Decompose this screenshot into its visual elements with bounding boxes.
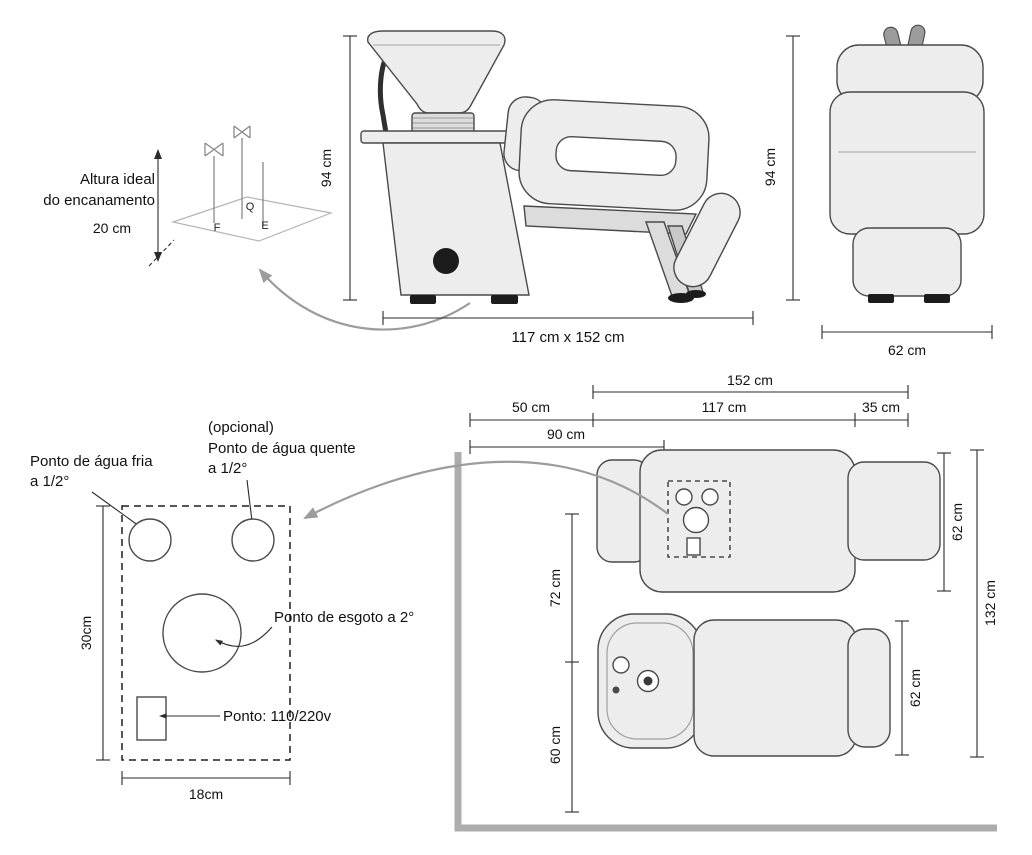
plumbing-height-label: 20 cm (93, 220, 131, 236)
dim-total-depth-label: 132 cm (982, 580, 998, 626)
dim-segments: 50 cm 117 cm 35 cm (469, 399, 909, 427)
valve-icon-left (204, 142, 224, 223)
chair1-body (639, 449, 856, 593)
cold-water-label-line1: Ponto de água fria (30, 453, 153, 470)
floor-reference-dashed-line (148, 239, 175, 267)
chair1-cold-water-point (675, 488, 693, 506)
power-outlet (136, 696, 167, 741)
dim-footprint-label: 117 cm x 152 cm (511, 329, 624, 346)
side-view: 94 cm (318, 30, 754, 346)
cold-water-point (128, 518, 172, 562)
hot-water-point (231, 518, 275, 562)
foot-left (868, 294, 894, 303)
dim-chair-to-wall: 60 cm (547, 662, 579, 813)
height-arrow (154, 149, 162, 262)
point-letter-f: F (214, 222, 221, 234)
optional-note: (opcional) (208, 419, 274, 436)
dim-chair-length-label: 152 cm (727, 372, 773, 388)
basin-neck (411, 112, 475, 134)
dim-area-depth-label: 30cm (78, 616, 94, 650)
cabinet-body (382, 142, 530, 296)
dim-top-width-label: 62 cm (888, 342, 926, 358)
chair2-faucet (612, 656, 630, 674)
chair2-basin-inner (606, 622, 694, 740)
dim-wall-to-point-label: 90 cm (547, 426, 585, 442)
seat-body-top (829, 91, 985, 235)
hot-water-label-line2: a 1/2° (208, 460, 247, 477)
dim-side-height: 94 cm (318, 35, 357, 301)
dim-chairs-gap: 72 cm (547, 513, 579, 663)
dim-chair1-width-label: 62 cm (949, 503, 965, 541)
chair2-lever (612, 686, 620, 694)
dim-top-height-label: 94 cm (762, 148, 778, 186)
dim-total-depth: 132 cm (970, 449, 998, 758)
point-letter-e: E (261, 220, 268, 232)
chair1-footrest (847, 461, 941, 561)
dim-wall-to-chair-label: 50 cm (512, 399, 550, 415)
dim-area-width-label: 18cm (189, 786, 223, 802)
plumbing-title-line2: do encanamento (43, 192, 155, 209)
dim-top-width: 62 cm (821, 325, 993, 358)
valve-icon-right (233, 125, 251, 219)
dim-side-height-label: 94 cm (318, 149, 334, 187)
dim-chair1-width: 62 cm (937, 452, 965, 592)
dim-chair2-width-label: 62 cm (907, 669, 923, 707)
armrest-cutout (555, 135, 677, 177)
chair1-power-outlet (686, 537, 701, 556)
dim-chair2-width: 62 cm (895, 620, 923, 756)
drain-point (162, 593, 242, 673)
chair2-drain-hole (643, 676, 653, 686)
wall-outline (454, 452, 997, 832)
dim-chair-length: 152 cm (592, 372, 909, 399)
chair2-plan (597, 613, 891, 757)
footrest-cushion (673, 192, 741, 288)
dim-footrest-length-label: 35 cm (862, 399, 900, 415)
installation-area: Ponto de água fria a 1/2° (opcional) Pon… (30, 419, 414, 802)
callout-arrow-to-installation-area (303, 460, 669, 520)
power-label: Ponto: 110/220v (223, 708, 332, 725)
point-letter-q: Q (246, 201, 255, 213)
chair-side (503, 96, 741, 303)
dim-chair-to-wall-label: 60 cm (547, 726, 563, 764)
hot-water-leader-line (246, 479, 253, 522)
plumbing-title-line1: Altura ideal (80, 171, 155, 188)
cabinet-counter (360, 130, 512, 144)
leg-foot-back (686, 290, 706, 298)
chair2-backrest-end (847, 628, 891, 748)
chair2-body (693, 619, 857, 757)
chair1-connection-zone (667, 480, 731, 558)
floor-plane (170, 196, 334, 242)
plumbing-height-detail: Altura ideal do encanamento 20 cm F Q E (43, 125, 471, 331)
top-view: 94 cm 62 cm (762, 24, 993, 358)
dim-top-height: 94 cm (762, 35, 800, 301)
floor-plan: 152 cm 50 cm 117 cm 35 cm 90 cm (303, 372, 998, 832)
cabinet-foot-right (491, 295, 518, 304)
cabinet-foot-left (410, 295, 436, 304)
drain-label: Ponto de esgoto a 2° (274, 609, 414, 626)
drain-leader-arrow (214, 626, 273, 647)
cold-water-label-line2: a 1/2° (30, 473, 69, 490)
chair1-plan (596, 449, 941, 593)
dim-body-length-label: 117 cm (702, 399, 747, 415)
dim-chairs-gap-label: 72 cm (547, 569, 563, 607)
chair1-hot-water-point (701, 488, 719, 506)
foot-right (924, 294, 950, 303)
dim-footprint: 117 cm x 152 cm (382, 311, 754, 346)
hot-water-label-line1: Ponto de água quente (208, 440, 356, 457)
dim-area-depth: 30cm (78, 505, 110, 761)
chair1-drain-point (682, 506, 710, 534)
dim-area-width: 18cm (121, 771, 291, 802)
footrest-top (852, 227, 962, 297)
installation-zone-outline (121, 505, 291, 761)
callout-arrow-to-plumbing-detail (258, 268, 471, 331)
cabinet-drain-hole (433, 248, 459, 274)
dim-wall-to-point: 90 cm (469, 426, 665, 454)
wash-basin (367, 30, 506, 114)
